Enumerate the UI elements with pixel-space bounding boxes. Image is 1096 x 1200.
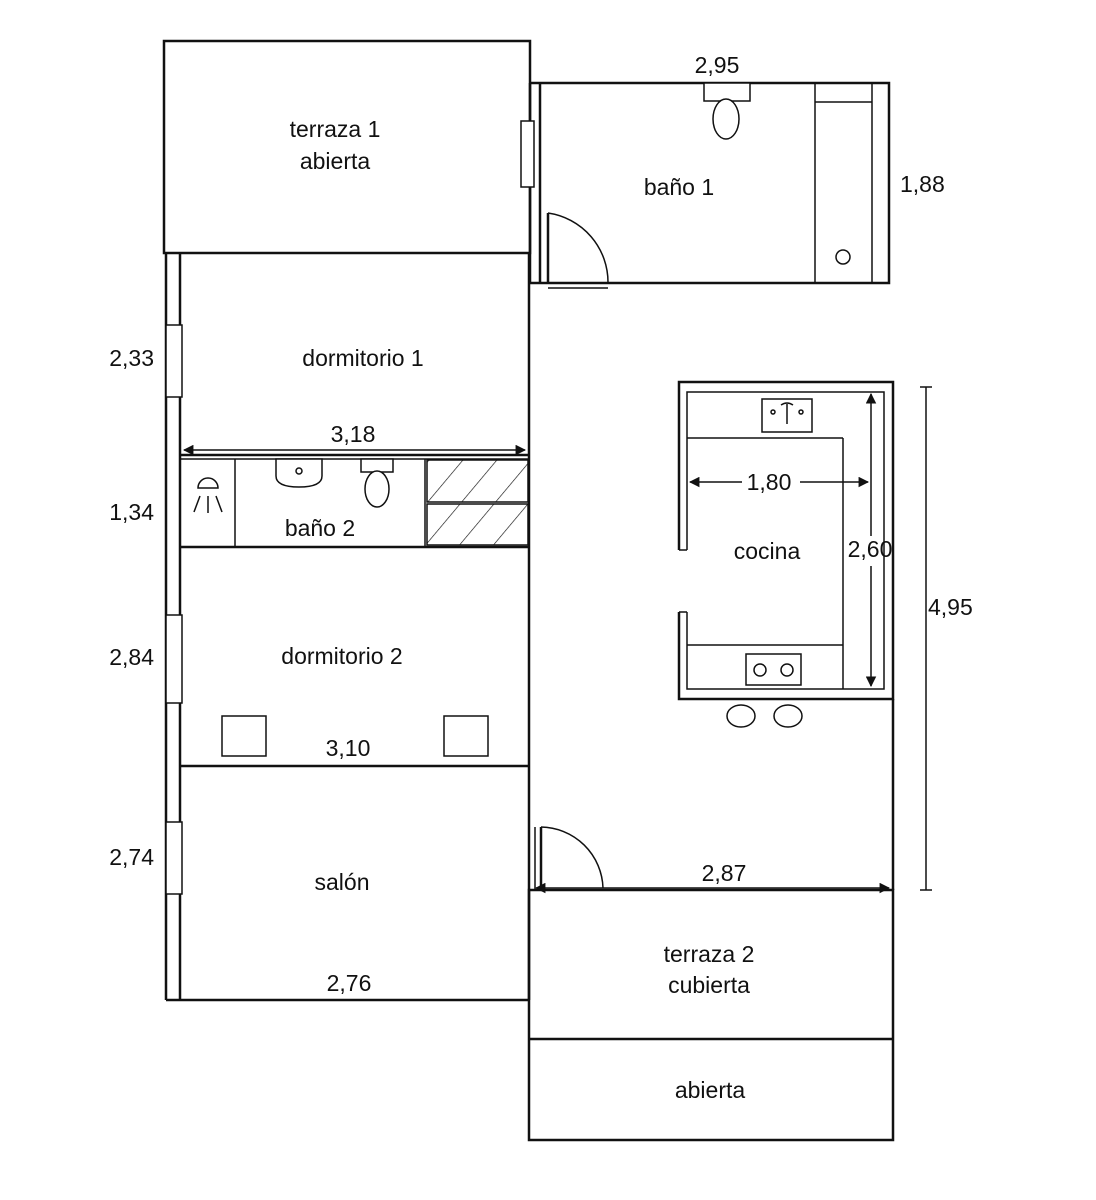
window-dormitorio-2 (165, 614, 183, 704)
door-bano-1 (546, 212, 609, 284)
room-bano-2 (180, 459, 529, 549)
dim-dormitorio-2-width: 3,10 (326, 735, 371, 761)
bathtub-drain-icon (835, 249, 851, 265)
label-terraza-1: terraza 1 (290, 116, 381, 142)
shower-icon (193, 477, 223, 513)
label-abierta: abierta (675, 1077, 746, 1103)
sink-icon (275, 458, 323, 488)
room-terraza-1 (162, 39, 532, 255)
dim-salon-depth: 2,74 (109, 844, 154, 870)
dim-bano-2-depth: 1,34 (109, 499, 154, 525)
stool-icon (726, 704, 803, 728)
label-dormitorio-2: dormitorio 2 (281, 643, 402, 669)
dim-total-depth: 4,95 (928, 594, 973, 620)
label-terraza-2-cubierta: cubierta (668, 972, 750, 998)
door-terraza-2 (534, 826, 604, 890)
dim-bano-1-width: 2,95 (695, 52, 740, 78)
room-cocina (677, 380, 895, 701)
dim-terraza-2-width: 2,87 (702, 860, 747, 886)
dim-dormitorio-1-depth: 2,33 (109, 345, 154, 371)
hatched-storage (426, 459, 529, 546)
window-salon (165, 821, 183, 895)
dim-cocina-depth: 2,60 (848, 536, 893, 562)
cooktop-icon (745, 653, 802, 686)
label-bano-1: baño 1 (644, 174, 714, 200)
label-terraza-2: terraza 2 (664, 941, 755, 967)
dim-salon-width: 2,76 (327, 970, 372, 996)
room-dormitorio-2 (180, 715, 529, 768)
window-dormitorio-1 (165, 324, 183, 398)
dimension-line-4-95 (920, 386, 932, 891)
toilet-icon (703, 82, 751, 140)
label-salon: salón (315, 869, 370, 895)
room-dormitorio-1 (180, 453, 529, 460)
dim-bano-1-depth: 1,88 (900, 171, 945, 197)
label-dormitorio-1: dormitorio 1 (302, 345, 423, 371)
dim-cocina-width: 1,80 (747, 469, 792, 495)
label-terraza-1-abierta: abierta (300, 148, 371, 174)
toilet-icon (360, 458, 394, 508)
dim-dormitorio-1-width: 3,18 (331, 421, 376, 447)
label-cocina: cocina (734, 538, 801, 564)
dim-dormitorio-2-depth: 2,84 (109, 644, 154, 670)
label-bano-2: baño 2 (285, 515, 355, 541)
kitchen-sink-icon (761, 398, 813, 433)
